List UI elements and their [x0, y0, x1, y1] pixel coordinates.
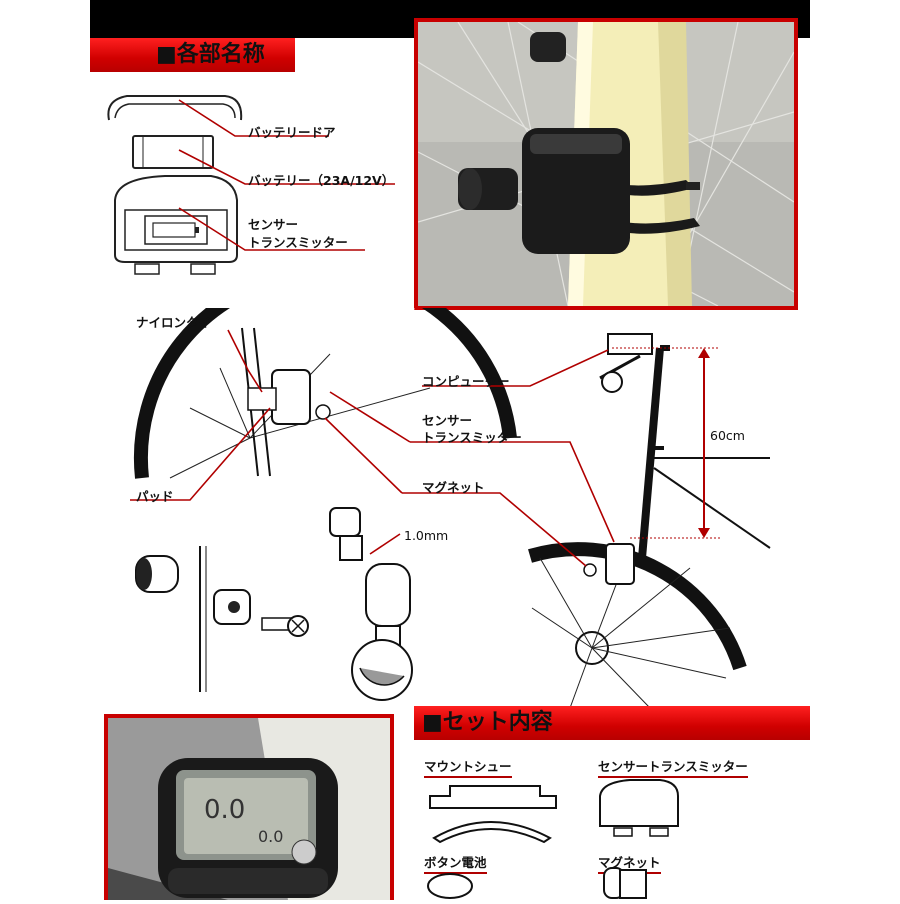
sensor-on-fork: [271, 369, 311, 425]
label-nylon-tie: ナイロンタイ: [136, 315, 212, 330]
label-battery-door: バッテリードア: [248, 125, 336, 140]
label-gap: 1.0mm: [404, 528, 449, 543]
battery-drawing: [132, 135, 214, 169]
parts-section-title: ■各部名称: [156, 42, 265, 67]
label-computer: コンピューター: [422, 374, 510, 389]
computer-on-handlebar: [607, 333, 653, 355]
parts-section-header: ■各部名称: [90, 38, 295, 72]
sensor-gap-drawing: [365, 563, 411, 627]
magnet-on-spoke: [315, 404, 331, 420]
set-sensor-drawing: [599, 779, 679, 827]
sensor-mount-photo: [414, 18, 798, 310]
label-set-sensor: センサートランスミッター: [598, 756, 748, 778]
battery-door-drawing: [107, 95, 243, 121]
set-section-header: ■セット内容: [414, 706, 810, 740]
label-height: 60cm: [710, 428, 745, 443]
set-section-title: ■セット内容: [422, 710, 553, 735]
label-pad: パッド: [136, 489, 174, 504]
label-button-battery: ボタン電池: [424, 852, 487, 874]
computer-display-photo: 0.0 0.0: [104, 714, 394, 900]
computer-display-photo-image: 0.0 0.0: [108, 718, 390, 900]
label-magnet: マグネット: [422, 480, 485, 495]
label-sensor-line1: センサー: [248, 217, 299, 232]
sensor-mount-photo-image: [417, 21, 795, 307]
button-battery-drawing: [427, 873, 473, 899]
label-mount-shoe: マウントシュー: [424, 756, 512, 778]
installation-diagram: [130, 308, 771, 708]
mount-shoe-drawing: [429, 785, 557, 809]
left-wheel-tire: [133, 308, 517, 479]
label-battery: バッテリー（23A/12V）: [248, 173, 395, 188]
label-sensor-line2: トランスミッター: [248, 235, 348, 250]
display-small-reading: 0.0: [258, 827, 283, 846]
label-install-sensor-line1: センサー: [422, 413, 473, 428]
label-install-sensor-line2: トランスミッター: [422, 430, 522, 445]
parts-diagram: [107, 95, 395, 275]
display-reading: 0.0: [204, 795, 245, 825]
set-contents-drawings: [427, 779, 679, 899]
